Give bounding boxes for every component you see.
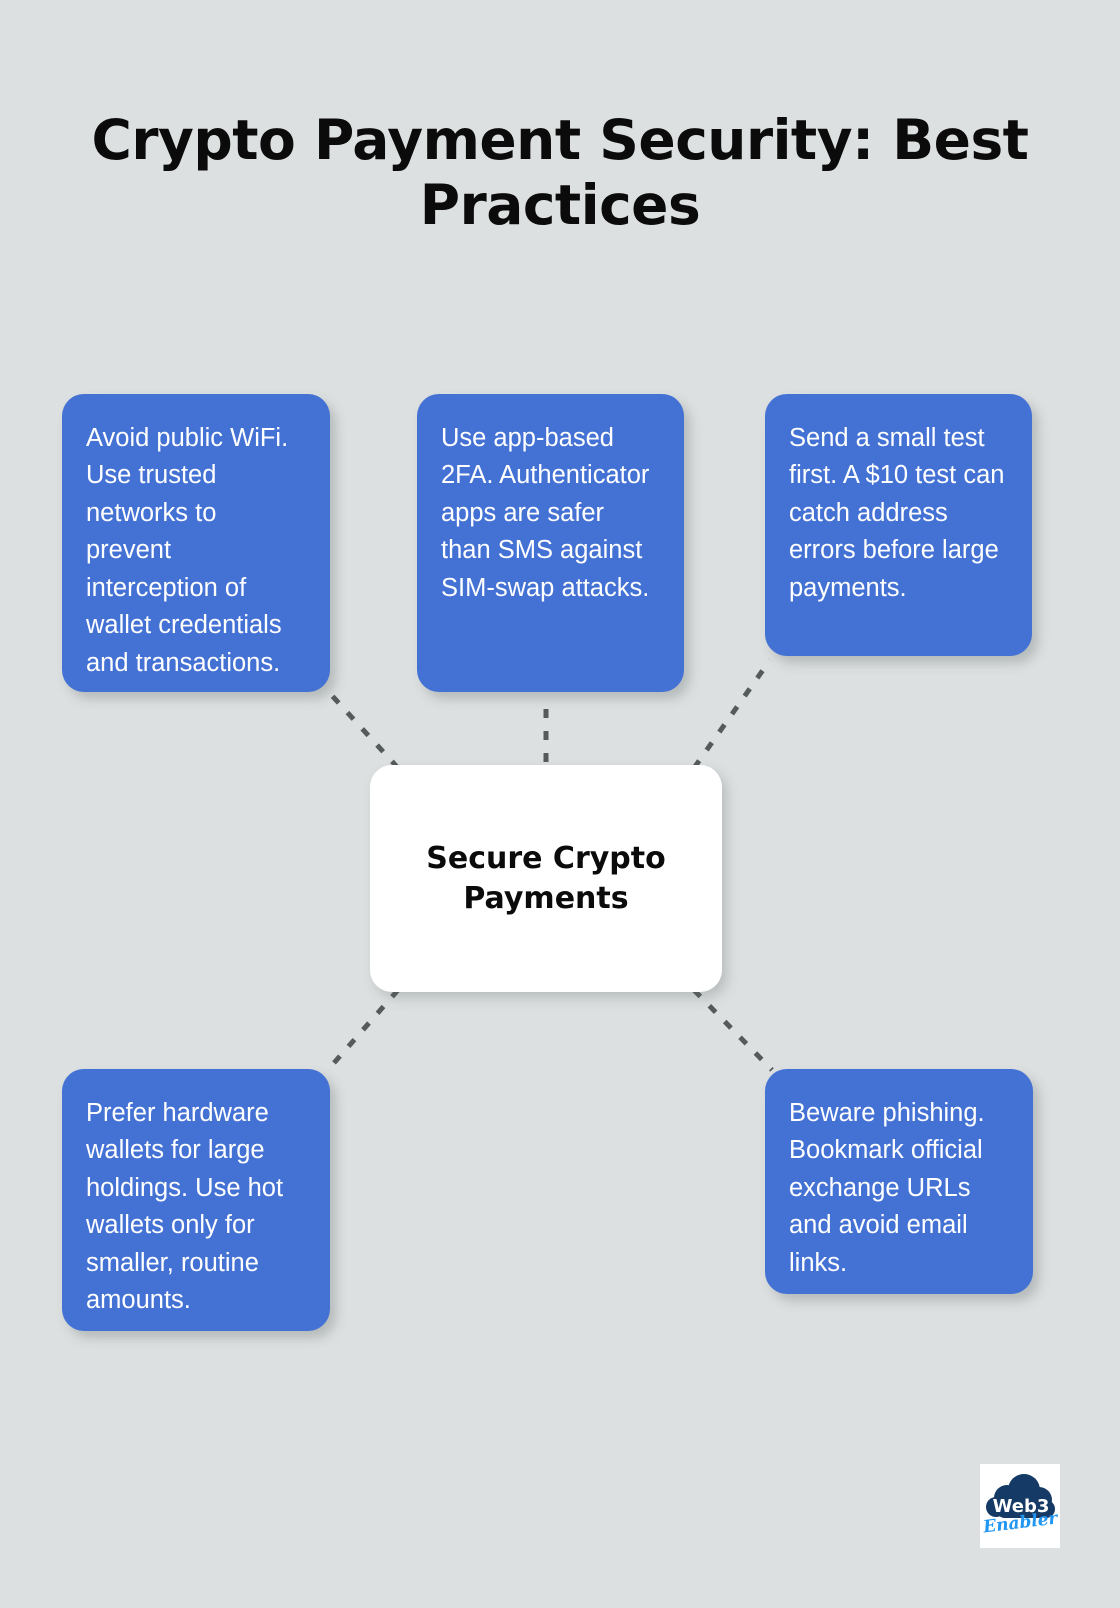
page-title: Crypto Payment Security: Best Practices <box>91 108 1029 237</box>
branch-node-wifi[interactable]: Avoid public WiFi. Use trusted networks … <box>62 394 330 692</box>
connector-center-to-test <box>691 658 773 770</box>
center-node-label: Secure Crypto Payments <box>426 840 666 916</box>
branch-node-test-transaction[interactable]: Send a small test first. A $10 test can … <box>765 394 1032 656</box>
connector-center-to-hardware <box>324 988 400 1074</box>
branch-node-phishing[interactable]: Beware phishing. Bookmark official excha… <box>765 1069 1033 1294</box>
connector-center-to-wifi <box>323 686 400 770</box>
branch-node-2fa[interactable]: Use app-based 2FA. Authenticator apps ar… <box>417 394 684 692</box>
logo-wordmark: Web3 <box>993 1496 1050 1517</box>
branch-node-hardware-wallet[interactable]: Prefer hardware wallets for large holdin… <box>62 1069 330 1331</box>
cloud-icon <box>986 1474 1055 1518</box>
connector-center-to-phishing <box>692 988 774 1072</box>
center-node[interactable]: Secure Crypto Payments <box>370 765 722 992</box>
web3-enabler-logo: Web3 Enabler <box>980 1464 1060 1548</box>
